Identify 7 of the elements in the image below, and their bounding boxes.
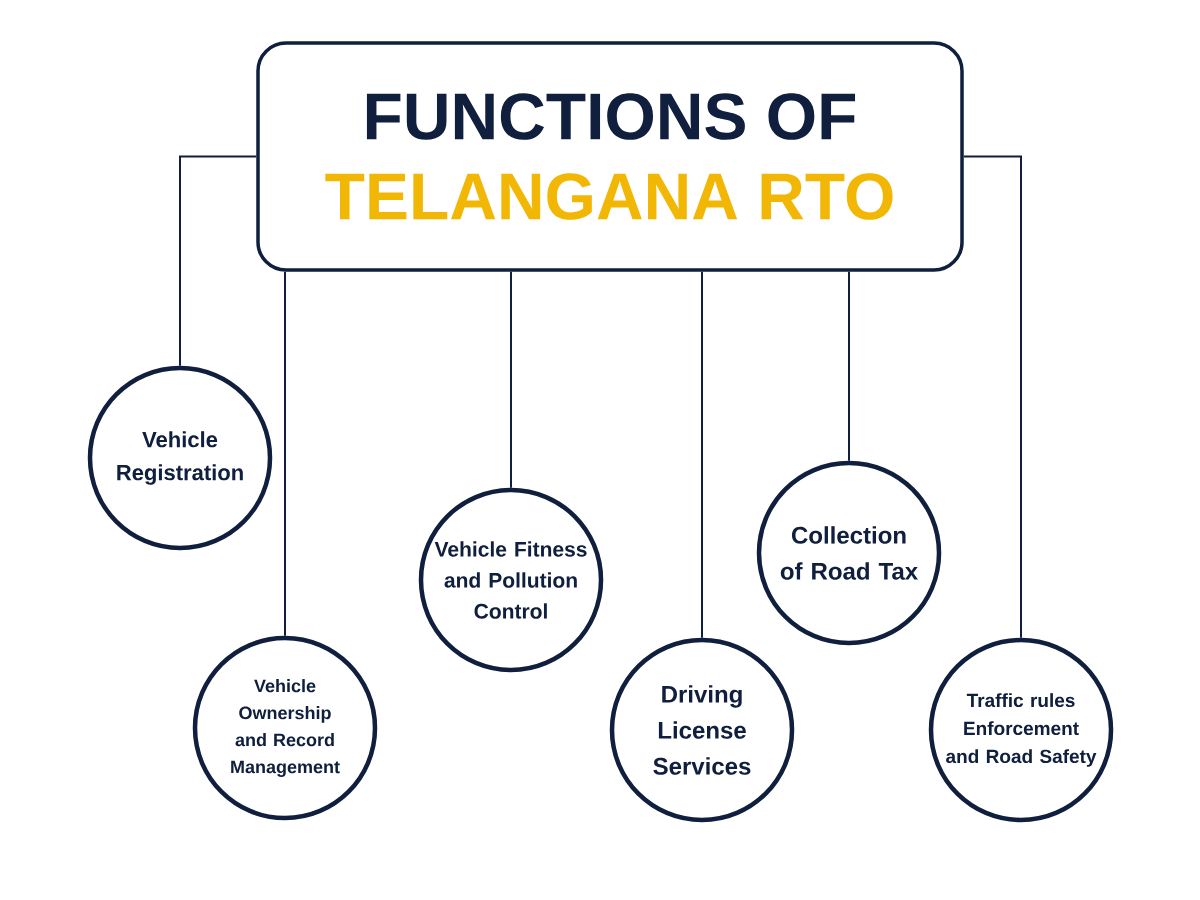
connector-line — [179, 155, 258, 367]
connector-line — [284, 270, 286, 637]
connector-line — [701, 270, 703, 639]
connector-line — [510, 270, 512, 489]
title-box: FUNCTIONS OF TELANGANA RTO — [256, 41, 964, 272]
connector-line — [962, 155, 1022, 639]
connector-line — [848, 270, 850, 462]
